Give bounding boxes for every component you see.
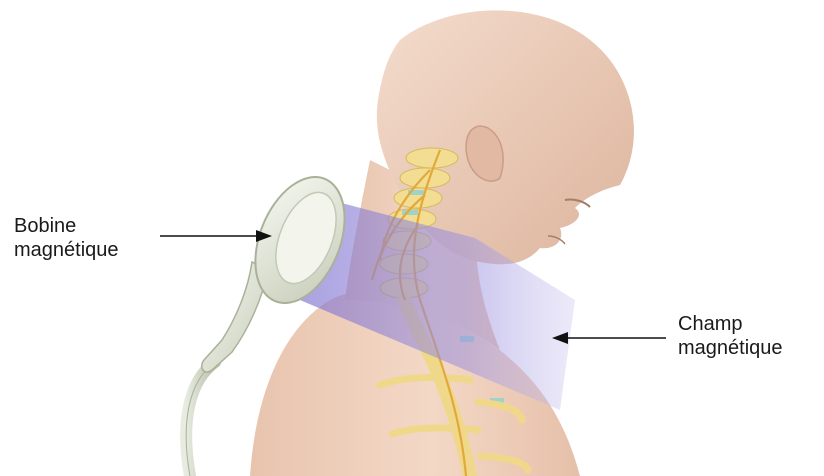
field-label: Champ magnétique [678,312,783,360]
coil-label-line-1: Bobine [14,214,119,238]
coil-label: Bobine magnétique [14,214,119,262]
vertebra [406,148,458,168]
vertebra [400,168,450,188]
coil-pointer-arrow [160,230,272,242]
coil-label-line-2: magnétique [14,238,119,262]
field-label-line-1: Champ [678,312,783,336]
field-label-line-2: magnétique [678,336,783,360]
coil-cable [186,362,215,476]
